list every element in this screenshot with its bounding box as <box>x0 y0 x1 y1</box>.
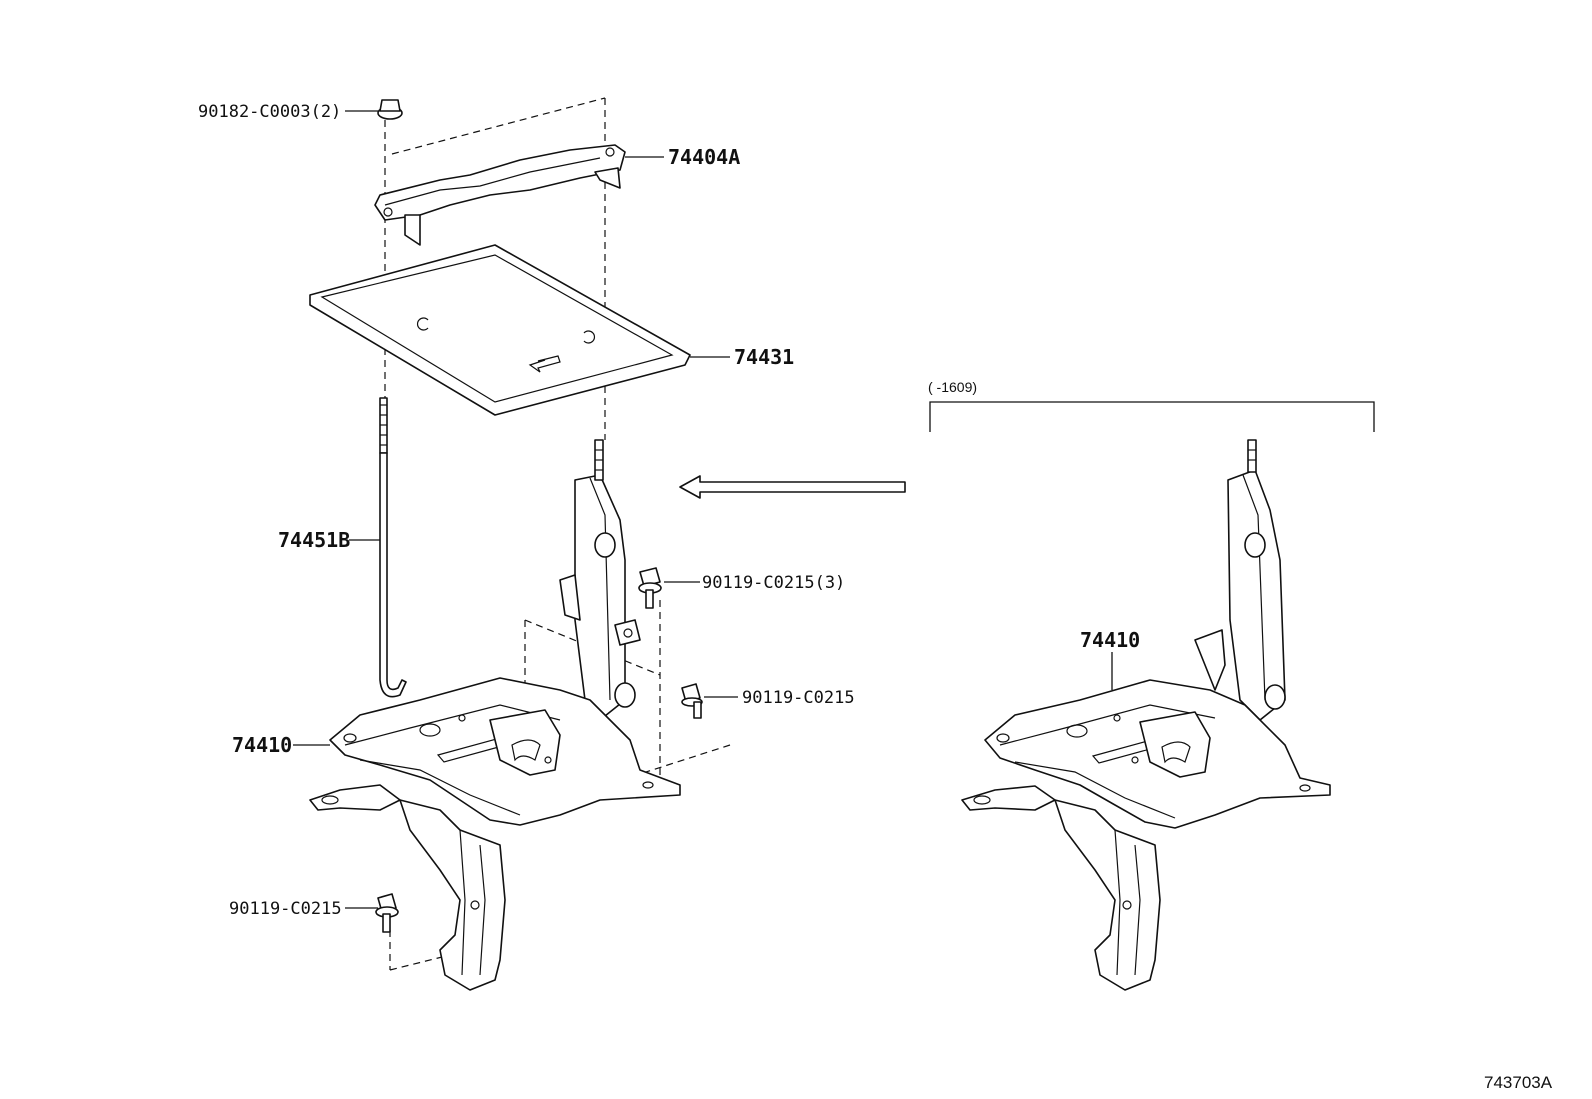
bolt-mid-part <box>681 683 738 719</box>
bolt-bottom-label: 90119-C0215 <box>229 899 342 919</box>
rod-label: 74451B <box>278 528 350 552</box>
carrier-right-label: 74410 <box>1080 628 1140 652</box>
tray-label: 74431 <box>734 345 794 369</box>
battery-tray-part <box>309 244 730 416</box>
nut-top-label: 90182-C0003(2) <box>198 102 341 122</box>
bolt-bottom-part <box>345 893 399 933</box>
bolt-3-label: 90119-C0215(3) <box>702 573 845 593</box>
diagram-id: 743703A <box>1484 1073 1553 1092</box>
range-bracket <box>929 401 1375 432</box>
battery-clamp-part <box>374 144 664 246</box>
hold-down-rod-part <box>349 397 407 698</box>
battery-carrier-right-part <box>961 439 1331 991</box>
battery-carrier-left-part <box>293 439 681 991</box>
carrier-left-label: 74410 <box>232 733 292 757</box>
range-note: ( -1609) <box>928 379 977 395</box>
nut-top-part <box>345 99 403 120</box>
bolt-3-part <box>638 567 700 609</box>
left-arrow-icon <box>679 475 906 499</box>
clamp-label: 74404A <box>668 145 740 169</box>
bolt-mid-label: 90119-C0215 <box>742 688 855 708</box>
